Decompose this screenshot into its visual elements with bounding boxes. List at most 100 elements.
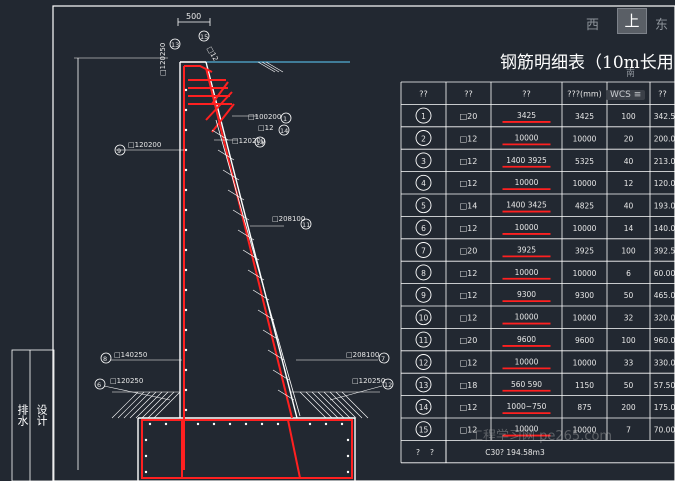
- watermark-text: 工程学习网 pe265.com: [470, 429, 613, 444]
- callout-9-num: 9: [117, 147, 121, 155]
- row-count: 33: [624, 358, 634, 367]
- row-sketch: 10000: [515, 133, 539, 142]
- row-length: 3925: [575, 246, 594, 255]
- row-sketch: 10000: [515, 223, 539, 232]
- row-spec: □12: [460, 291, 478, 300]
- viewcube-south[interactable]: 南: [626, 69, 636, 79]
- callout-15-label: □12: [205, 45, 219, 62]
- callout-1-label: □100200: [248, 113, 281, 121]
- row-number: 1: [421, 112, 426, 121]
- row-sketch: 1400 3425: [506, 201, 547, 210]
- row-number: 8: [421, 269, 426, 278]
- row-length: 9600: [575, 336, 594, 345]
- row-sketch: 3425: [517, 111, 536, 120]
- row-count: 14: [624, 224, 634, 233]
- row-spec: □12: [460, 157, 478, 166]
- row-sketch: 10000: [515, 313, 539, 322]
- row-total: 330.0: [654, 358, 675, 367]
- row-count: 100: [621, 336, 636, 345]
- row-length: 10000: [573, 426, 597, 435]
- callout-13-label: □120250: [159, 43, 167, 76]
- row-number: 6: [421, 224, 426, 233]
- callout-13-num: 13: [171, 41, 179, 49]
- rebar-schedule: 钢筋明细表（10m长用量 ?????????(mm)?????1□2034253…: [400, 53, 675, 464]
- row-total: 213.0: [654, 157, 675, 166]
- wcs-menu-button[interactable]: WCS ≡: [606, 90, 646, 100]
- footing-rebar: [141, 419, 353, 479]
- soil-hatch-right: [290, 391, 380, 419]
- row-count: 100: [621, 246, 636, 255]
- rebar-front-vertical: [183, 65, 293, 470]
- row-sketch: 1400 3925: [506, 156, 547, 165]
- row-spec: □12: [460, 426, 478, 435]
- row-spec: □12: [460, 358, 478, 367]
- row-number-circle: [415, 242, 432, 258]
- drawing-frame: [52, 5, 675, 481]
- row-spec: □18: [460, 381, 478, 390]
- row-length: 10000: [573, 224, 597, 233]
- row-sketch: 1000~750: [507, 402, 547, 411]
- row-number-circle: [415, 197, 432, 214]
- row-number-circle: [415, 421, 432, 438]
- row-total: 70.00: [654, 426, 675, 435]
- row-length: 1150: [575, 381, 594, 390]
- row-number-circle: [415, 130, 432, 146]
- title-block: [11, 349, 55, 481]
- row-sketch: 10000: [515, 178, 539, 187]
- row-spec: □12: [460, 269, 478, 278]
- side-label-b: 设计: [35, 404, 48, 426]
- row-length: 875: [577, 403, 592, 412]
- row-spec: □12: [460, 224, 478, 233]
- row-number-circle: [415, 219, 432, 236]
- viewcube-west[interactable]: 西: [586, 18, 600, 33]
- row-count: 50: [624, 381, 634, 390]
- row-total: 320.0: [654, 314, 675, 323]
- callout-6-num: 6: [97, 381, 101, 389]
- row-count: 40: [624, 157, 634, 166]
- row-length: 10000: [573, 314, 597, 323]
- table-cells: ?????????(mm)?????1□2034253425100342.52□…: [415, 90, 675, 457]
- row-length: 10000: [573, 134, 597, 143]
- callout-2-num: 11: [302, 221, 310, 229]
- row-number: 10: [419, 314, 429, 323]
- callout-6-label: □120250: [110, 377, 143, 385]
- row-number-circle: [415, 152, 432, 169]
- row-number: 15: [419, 426, 429, 435]
- row-total: 960.0: [654, 336, 675, 345]
- row-count: 20: [624, 134, 634, 143]
- table-header-cell: ??: [658, 90, 667, 99]
- rebar-distribution-dots: [184, 88, 188, 412]
- soil-hatch-left: [111, 391, 181, 419]
- row-total: 342.5: [654, 112, 675, 121]
- retaining-wall-outline: [137, 61, 356, 481]
- callout-8-num: 8: [103, 355, 107, 363]
- row-total: 57.50: [654, 381, 675, 390]
- callout-12-label: □120250: [352, 377, 385, 385]
- viewcube-top-face[interactable]: 上: [617, 8, 647, 34]
- row-length: 10000: [573, 269, 597, 278]
- row-spec: □12: [460, 314, 478, 323]
- callout-14-num: 14: [280, 127, 288, 135]
- row-length: 5325: [575, 157, 594, 166]
- footer-concrete: C30? 194.58m3: [485, 448, 545, 457]
- row-sketch: 10000: [515, 357, 539, 366]
- row-number: 13: [419, 381, 429, 390]
- dim-500-label: 500: [186, 12, 201, 21]
- footing-dots: [144, 422, 350, 474]
- row-count: 40: [624, 202, 634, 211]
- row-spec: □20: [460, 112, 478, 121]
- callouts: 13 □120250 15 □12 □100200 1 □12 14 □1202…: [94, 30, 394, 401]
- callout-12-num: 12: [384, 381, 392, 389]
- row-spec: □20: [460, 336, 478, 345]
- row-number: 4: [421, 179, 426, 188]
- table-header-cell: ??: [419, 90, 428, 99]
- row-number-circle: [415, 331, 432, 348]
- row-count: 6: [626, 269, 631, 278]
- row-total: 175.0: [654, 403, 675, 412]
- viewcube-east[interactable]: 东: [655, 18, 669, 33]
- row-length: 10000: [573, 179, 597, 188]
- footer-cell-2: ?: [430, 448, 434, 457]
- callout-15-num: 15: [200, 33, 208, 41]
- row-count: 50: [624, 291, 634, 300]
